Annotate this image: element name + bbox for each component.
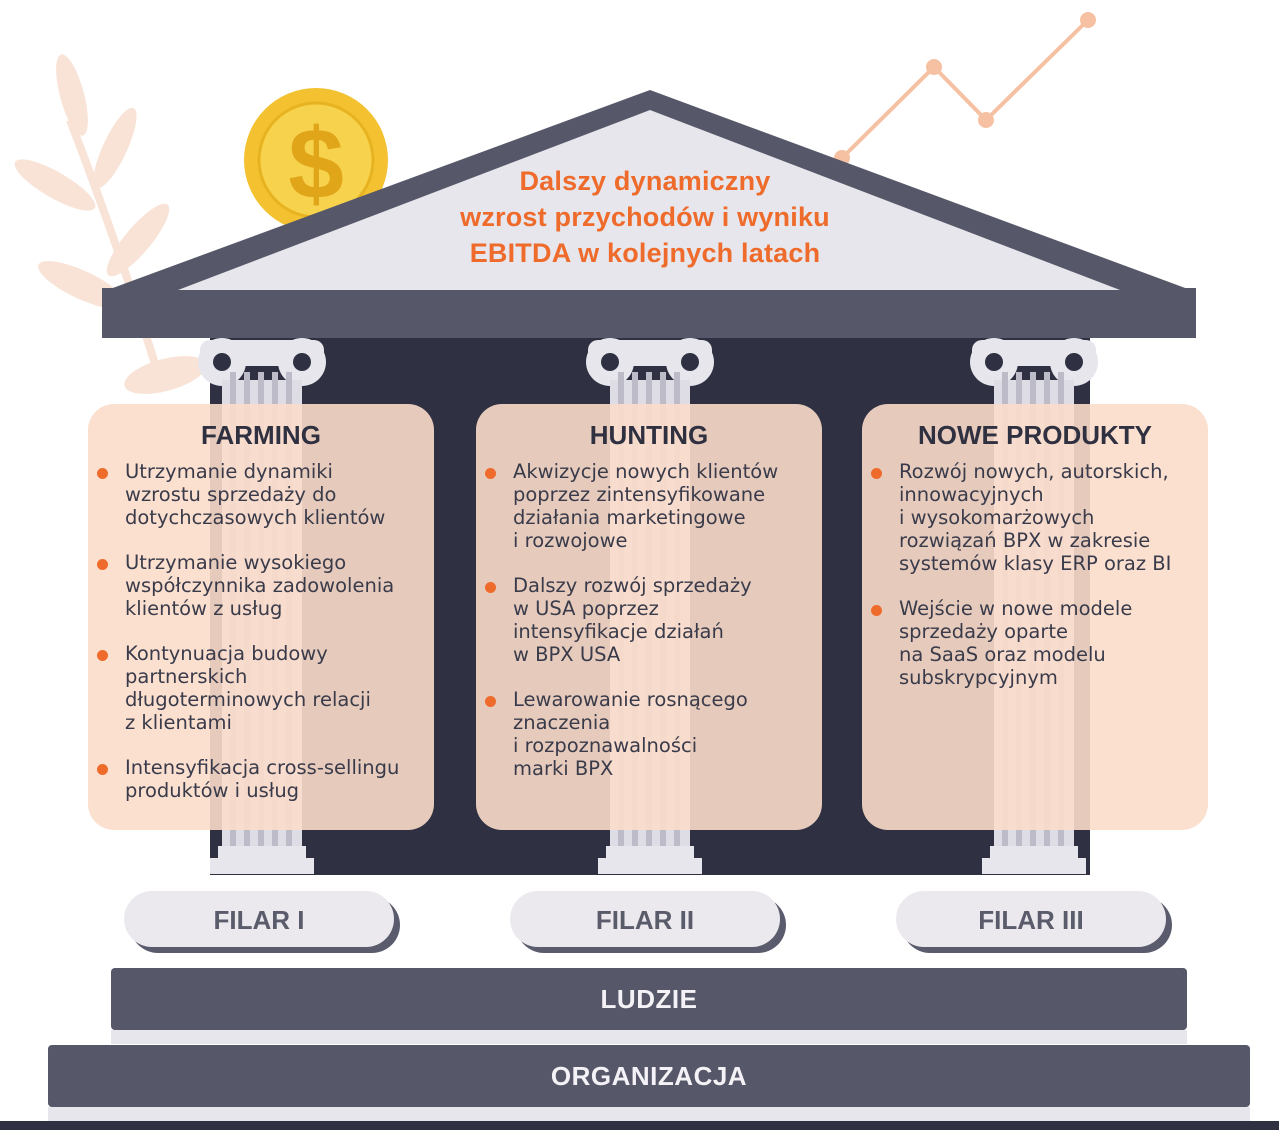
pillar-base-label: FILAR I — [124, 891, 394, 947]
foundation-lower-label: ORGANIZACJA — [550, 1061, 748, 1091]
list-item-text: Dalszy rozwój sprzedaży w USA poprzez in… — [513, 574, 752, 666]
pillar-title: NOWE PRODUKTY — [918, 420, 1152, 450]
bullet-icon — [485, 468, 496, 479]
list-item-text: Lewarowanie rosnącego znaczenia i rozpoz… — [513, 688, 748, 780]
bullet-icon — [485, 696, 496, 707]
roof-title-line: Dalszy dynamiczny — [519, 166, 771, 196]
roof-title-line: wzrost przychodów i wyniku — [460, 202, 830, 232]
list-item-text: Kontynuacja budowy partnerskich długoter… — [125, 642, 371, 734]
roof-title-line: EBITDA w kolejnych latach — [469, 238, 821, 268]
bullet-icon — [97, 559, 108, 570]
list-item-text: Utrzymanie dynamiki wzrostu sprzedaży do… — [125, 460, 386, 529]
list-item-text: Wejście w nowe modele sprzedaży oparte n… — [899, 597, 1133, 689]
list-item: Akwizycje nowych klientów poprzez zinten… — [485, 460, 804, 552]
dollar-coin-icon: $ — [244, 88, 388, 232]
list-item: Lewarowanie rosnącego znaczenia i rozpoz… — [485, 688, 804, 780]
svg-text:$: $ — [288, 108, 344, 220]
laurel-branch-icon — [14, 54, 206, 394]
bullet-icon — [97, 468, 108, 479]
list-item: Intensyfikacja cross-sellingu produktów … — [97, 756, 416, 802]
list-item: Dalszy rozwój sprzedaży w USA poprzez in… — [485, 574, 804, 666]
list-item-text: Intensyfikacja cross-sellingu produktów … — [125, 756, 400, 802]
pillar-card-farming: FARMING Utrzymanie dynamiki wzrostu sprz… — [88, 404, 434, 830]
pillar-base-label: FILAR II — [510, 891, 780, 947]
growth-line-icon — [834, 12, 1096, 166]
list-item: Rozwój nowych, autorskich, innowacyjnych… — [871, 460, 1190, 575]
foundation-upper-label: LUDZIE — [600, 984, 698, 1014]
list-item-text: Akwizycje nowych klientów poprzez zinten… — [513, 460, 779, 552]
bullet-icon — [485, 582, 496, 593]
bullet-icon — [871, 605, 882, 616]
pillar-card-nowe-produkty: NOWE PRODUKTY Rozwój nowych, autorskich,… — [862, 404, 1208, 830]
pillar-list: Akwizycje nowych klientów poprzez zinten… — [485, 460, 804, 780]
foundation-steps — [0, 968, 1279, 1130]
list-item-text: Utrzymanie wysokiego współczynnika zadow… — [125, 551, 395, 620]
list-item-text: Rozwój nowych, autorskich, innowacyjnych… — [899, 460, 1172, 575]
pillar-list: Utrzymanie dynamiki wzrostu sprzedaży do… — [97, 460, 416, 802]
bullet-icon — [871, 468, 882, 479]
pillar-card-hunting: HUNTING Akwizycje nowych klientów poprze… — [476, 404, 822, 830]
roof-title: Dalszy dynamiczny wzrost przychodów i wy… — [380, 163, 910, 271]
bullet-icon — [97, 764, 108, 775]
list-item: Utrzymanie wysokiego współczynnika zadow… — [97, 551, 416, 620]
list-item: Utrzymanie dynamiki wzrostu sprzedaży do… — [97, 460, 416, 529]
list-item: Kontynuacja budowy partnerskich długoter… — [97, 642, 416, 734]
pillar-base-label: FILAR III — [896, 891, 1166, 947]
list-item: Wejście w nowe modele sprzedaży oparte n… — [871, 597, 1190, 689]
pillar-title: FARMING — [201, 420, 321, 450]
bullet-icon — [97, 650, 108, 661]
pillar-list: Rozwój nowych, autorskich, innowacyjnych… — [871, 460, 1190, 689]
pillar-title: HUNTING — [589, 420, 709, 450]
